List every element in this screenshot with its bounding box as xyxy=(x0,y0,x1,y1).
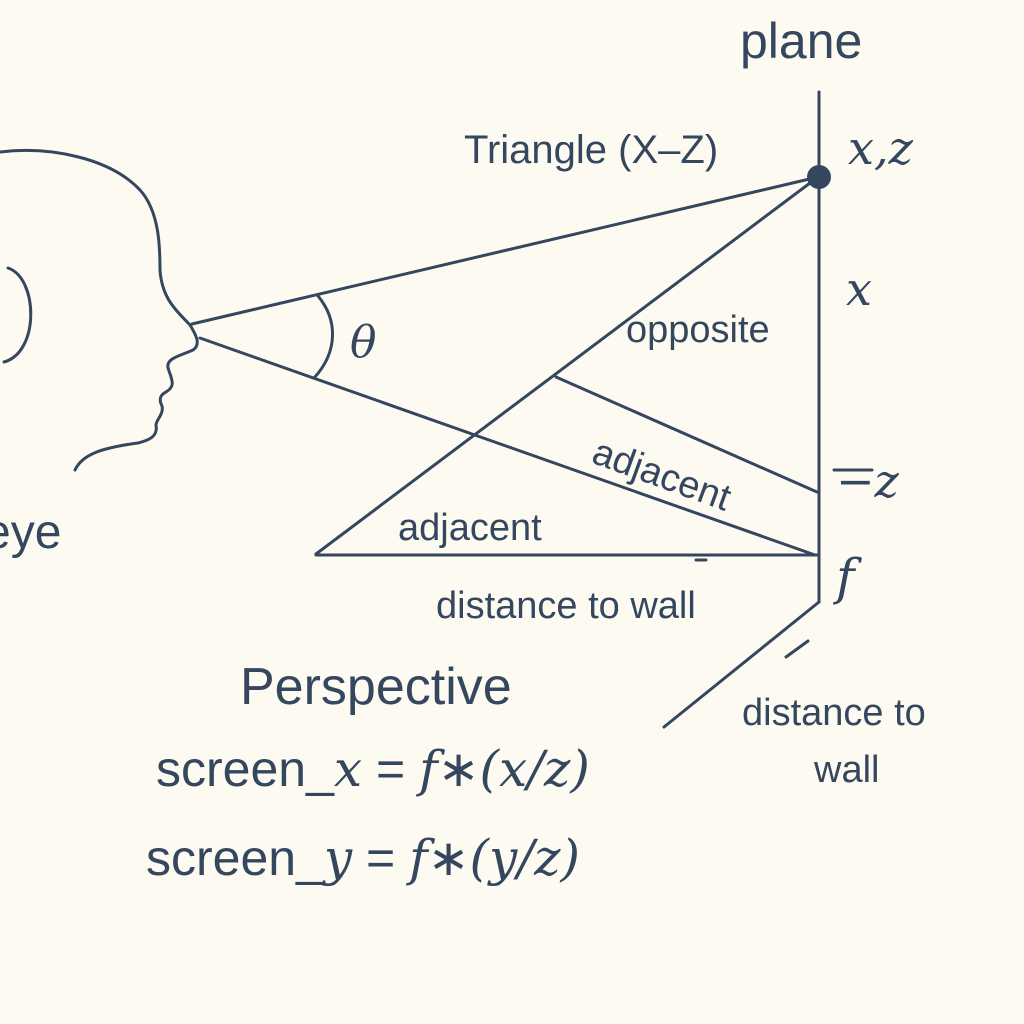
distance-to-wall-floor-label-line2: wall xyxy=(813,749,879,791)
ear-icon xyxy=(2,266,33,364)
x-label: x xyxy=(846,262,872,316)
perspective-heading: Perspective xyxy=(240,658,512,716)
formula-y-expr: (y/z) xyxy=(470,829,580,887)
formula-x-expr: (x/z) xyxy=(480,740,590,798)
triangle-label: Triangle (X–Z) xyxy=(464,128,718,172)
formula-x-prefix: screen_ xyxy=(156,741,335,797)
formula-screen-y: screen_y = f∗(y/z) xyxy=(146,829,580,887)
opposite-label: opposite xyxy=(626,309,770,351)
sight-line-bottom xyxy=(198,336,817,557)
neg-z-label: −z xyxy=(836,454,900,508)
theta-label: θ xyxy=(350,317,377,368)
formula-y-prefix: screen_ xyxy=(146,830,325,886)
formula-x-op: ∗ xyxy=(438,741,480,797)
plane-label: plane xyxy=(740,13,862,69)
formula-x-equals: = xyxy=(362,741,419,797)
formula-y-var: y xyxy=(322,829,353,887)
adjacent-bottom-label: adjacent xyxy=(398,507,542,549)
sight-line-top xyxy=(190,175,820,326)
point-marker-icon xyxy=(807,165,831,189)
head-silhouette-icon xyxy=(0,149,199,472)
formula-y-op: ∗ xyxy=(428,830,470,886)
f-label: f xyxy=(832,548,862,606)
floor-line xyxy=(662,600,821,729)
point-xz-label: x,z xyxy=(848,121,914,175)
formula-screen-x: screen_x = f∗(x/z) xyxy=(156,740,590,798)
distance-to-wall-label: distance to wall xyxy=(436,585,696,627)
formula-x-var: x xyxy=(334,740,362,798)
diagonal-line xyxy=(314,175,820,556)
formula-y-equals: = xyxy=(352,830,409,886)
floor-tick xyxy=(784,639,810,659)
eye-label: eye xyxy=(0,506,61,559)
inner-adjacent-line xyxy=(554,375,819,494)
distance-to-wall-floor-label-line1: distance to xyxy=(742,692,926,734)
adjacent-diagonal-label: adjacent xyxy=(587,431,737,520)
theta-arc xyxy=(312,294,334,380)
